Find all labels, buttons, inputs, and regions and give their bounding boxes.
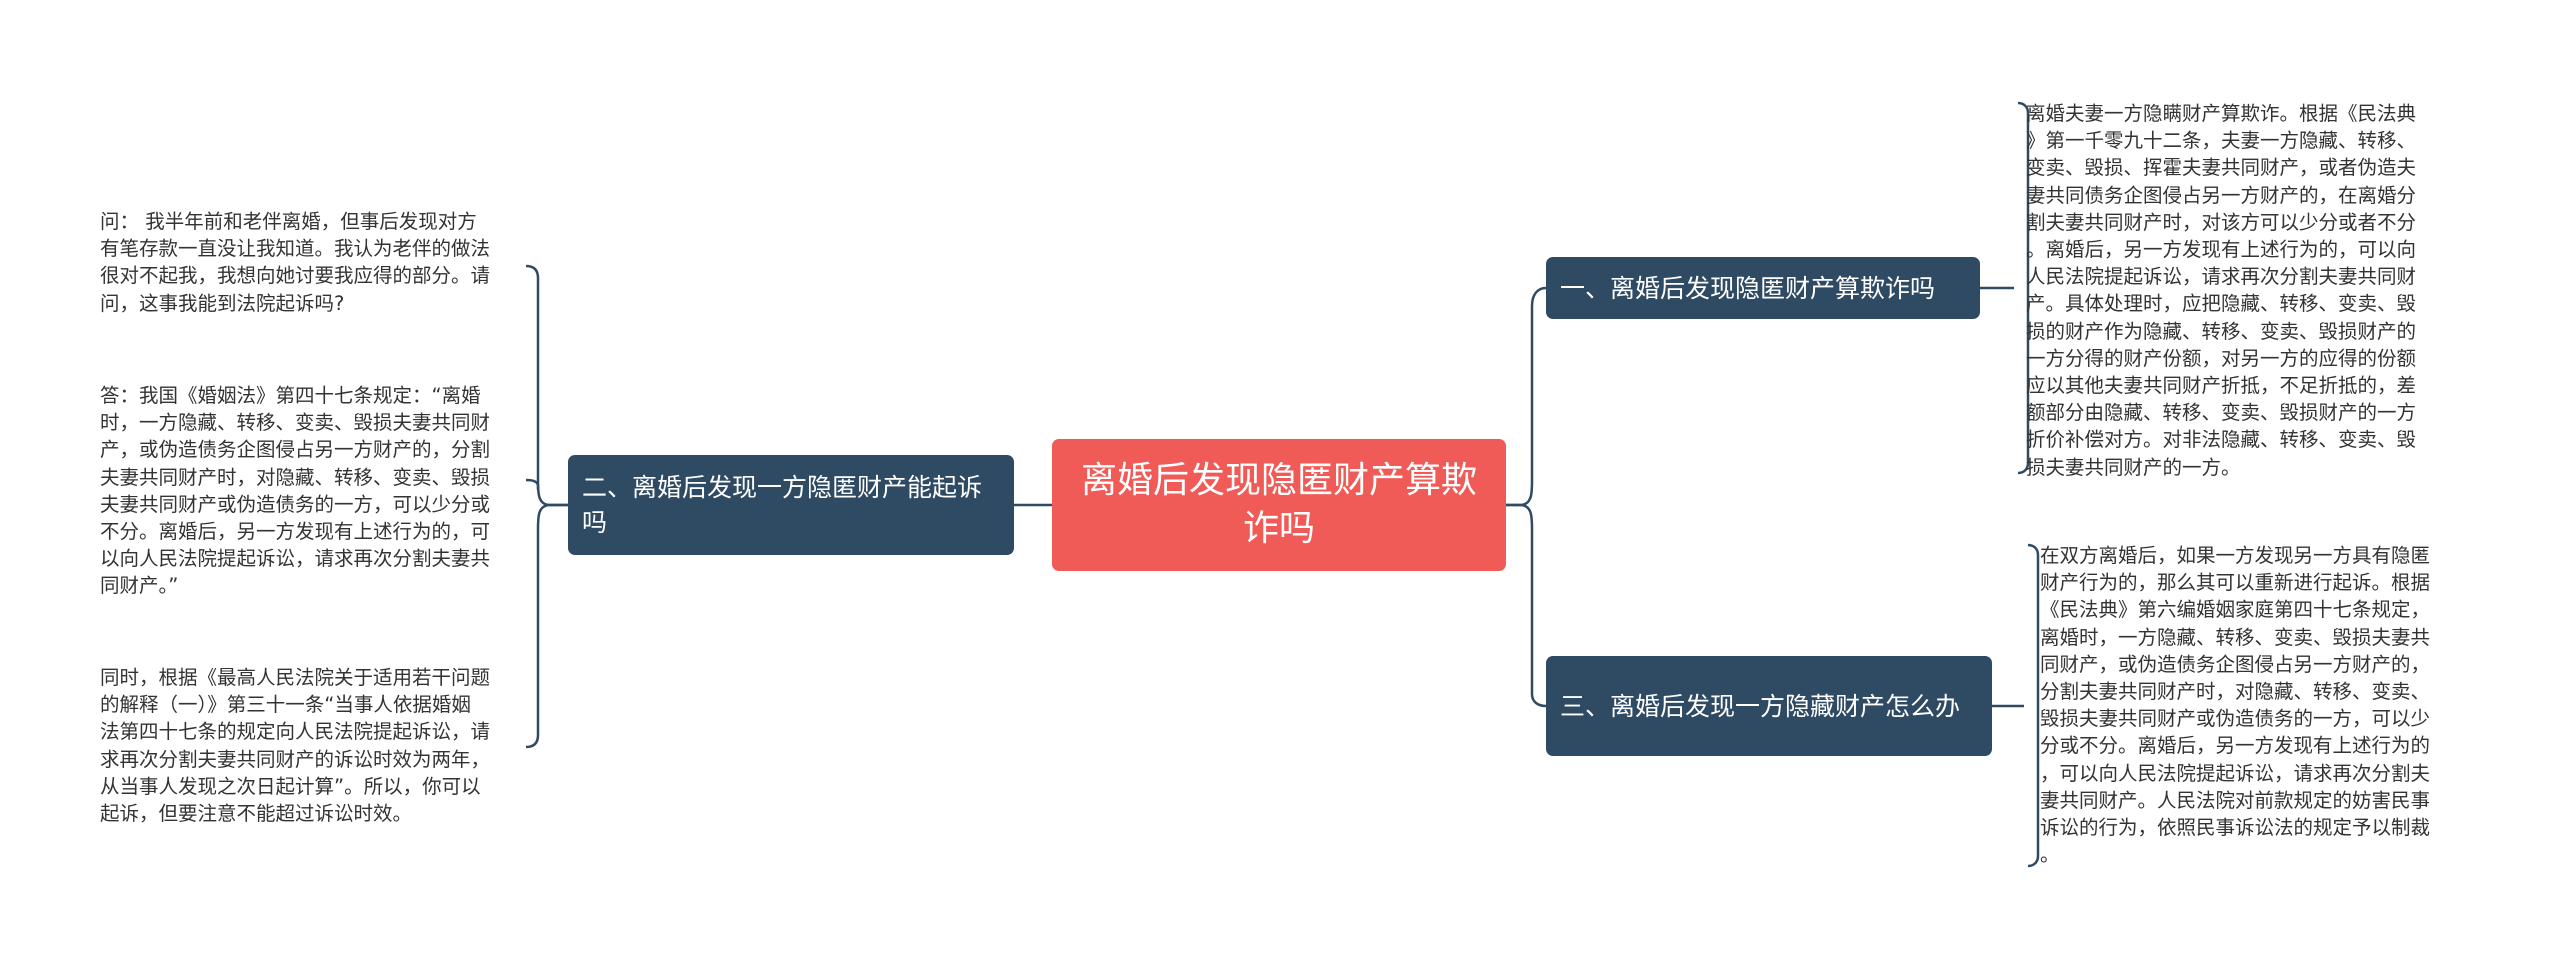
leaf-text-branch1: 离婚夫妻一方隐瞒财产算欺诈。根据《民法典 》第一千零九十二条，夫妻一方隐藏、转移… (2026, 102, 2417, 479)
leaf-text-branch3: 在双方离婚后，如果一方发现另一方具有隐匿 财产行为的，那么其可以重新进行起诉。根… (2040, 544, 2431, 867)
connector-root-branch3 (1506, 503, 1547, 708)
branch-topic-1[interactable]: 一、离婚后发现隐匿财产算欺诈吗 (1546, 257, 1980, 319)
branch-topic-2[interactable]: 二、离婚后发现一方隐匿财产能起诉吗 (568, 455, 1014, 555)
branch-topic-3[interactable]: 三、离婚后发现一方隐藏财产怎么办 (1546, 656, 1992, 756)
branch-topic-2-label: 二、离婚后发现一方隐匿财产能起诉吗 (582, 473, 983, 537)
root-topic-label: 离婚后发现隐匿财产算欺诈吗 (1080, 460, 1477, 549)
bracket-branch1 (2017, 101, 2030, 475)
branch-topic-3-label: 三、离婚后发现一方隐藏财产怎么办 (1560, 691, 1961, 721)
bracket-branch3 (2027, 543, 2040, 868)
connector-branch2-leaves (525, 264, 568, 507)
leaf-text-question: 问： 我半年前和老伴离婚，但事后发现对方 有笔存款一直没让我知道。我认为老伴的做… (100, 210, 491, 315)
connector-root-branch1 (1506, 286, 1547, 507)
root-topic[interactable]: 离婚后发现隐匿财产算欺诈吗 (1052, 439, 1506, 571)
branch-topic-1-label: 一、离婚后发现隐匿财产算欺诈吗 (1560, 273, 1936, 303)
leaf-text-supplement: 同时，根据《最高人民法院关于适用若干问题 的解释（一）》第三十一条“当事人依据婚… (100, 666, 491, 826)
connector-branch2-leaf3 (525, 503, 568, 749)
leaf-text-answer: 答：我国《婚姻法》第四十七条规定：“离婚 时，一方隐藏、转移、变卖、毁损夫妻共同… (100, 384, 491, 598)
connector-branch2-leaf2 (525, 478, 540, 490)
